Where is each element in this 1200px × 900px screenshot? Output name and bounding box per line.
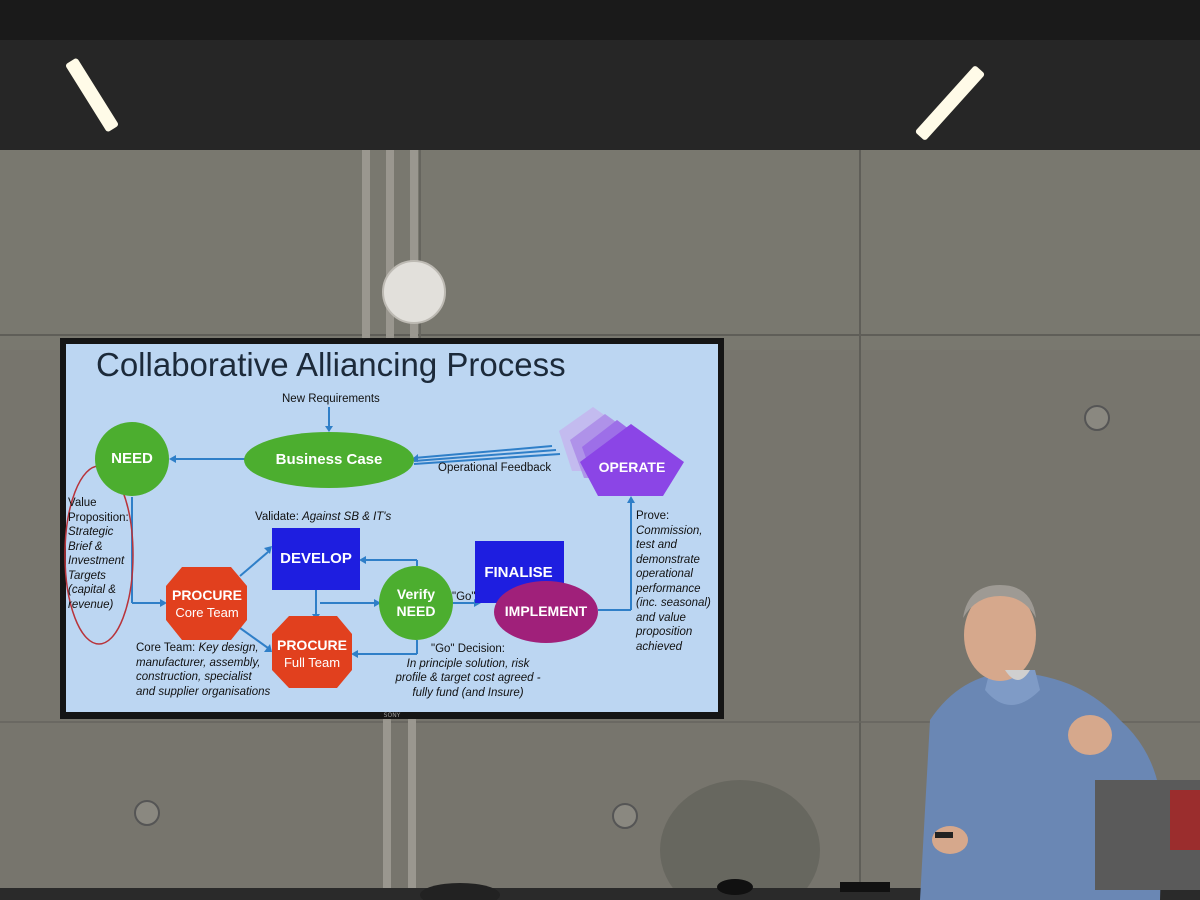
prove-line: Commission, — [636, 524, 703, 537]
value-prop-line: Brief & — [68, 540, 103, 553]
procure-line: PROCURE — [276, 637, 347, 653]
validate-prefix: Validate: — [255, 511, 299, 523]
value-proposition-text: Value Proposition: Strategic Brief & Inv… — [68, 496, 129, 612]
validate-detail: Against SB & IT's — [302, 511, 392, 523]
value-prop-line: (capital & — [68, 584, 116, 596]
prove-line: achieved — [636, 640, 683, 653]
wall-pipe — [362, 150, 370, 340]
flow-arrows — [131, 407, 632, 655]
wall-bolt — [1084, 405, 1110, 431]
slide-background — [66, 344, 718, 712]
value-prop-line: Targets — [68, 569, 106, 582]
go-decision-title: "Go" Decision: — [431, 643, 505, 655]
prove-title: Prove: — [636, 510, 670, 522]
procure-line: PROCURE — [171, 587, 242, 603]
validate-label: Validate: Against SB & IT's — [255, 510, 391, 525]
prove-text: Prove: Commission, test and demonstrate … — [636, 509, 711, 654]
verify-need-node-label: Verify NEED — [380, 586, 452, 620]
value-prop-line: Strategic — [68, 526, 114, 538]
value-prop-line: Investment — [68, 555, 125, 567]
implement-node — [494, 581, 598, 643]
go-decision-text: "Go" Decision: In principle solution, ri… — [392, 642, 544, 700]
prove-line: operational — [636, 568, 693, 580]
need-node-label: NEED — [111, 450, 153, 467]
business-case-node-label: Business Case — [275, 451, 383, 468]
core-team-line: construction, specialist — [136, 671, 252, 683]
prove-line: proposition — [636, 626, 693, 638]
new-requirements-label: New Requirements — [282, 393, 380, 405]
need-node — [95, 422, 169, 496]
wifi-access-point — [382, 260, 446, 324]
develop-node — [272, 528, 360, 590]
core-team-line: Core Team — [175, 605, 239, 620]
procure-full-node — [272, 616, 352, 688]
prove-line: (inc. seasonal) — [636, 597, 711, 609]
core-team-prefix: Core Team: — [136, 642, 196, 654]
slide-title: Collaborative Alliancing Process — [96, 346, 566, 383]
need-line: NEED — [396, 603, 436, 619]
procure-core-node — [166, 567, 247, 640]
finalise-node-label: FINALISE — [484, 564, 553, 581]
core-team-line: Key design, — [198, 642, 259, 654]
value-prop-line: revenue) — [68, 598, 114, 611]
operational-feedback-label: Operational Feedback — [438, 462, 552, 474]
core-team-line: and supplier organisations — [136, 685, 271, 698]
verify-need-node — [379, 566, 453, 640]
prove-line: test and — [636, 539, 677, 551]
go-label: "Go" — [452, 591, 476, 603]
procure-full-node-label: PROCURE Full Team — [272, 637, 352, 671]
go-decision-line: fully fund (and Insure) — [412, 686, 524, 699]
value-prop-line: Proposition: — [68, 511, 129, 524]
slide-content: Collaborative Alliancing Process New Req… — [66, 344, 720, 712]
tv-brand-label: SONY — [384, 712, 401, 719]
ceiling-light-right — [915, 66, 985, 140]
full-team-line: Full Team — [283, 655, 341, 670]
arrow-heads — [160, 426, 635, 658]
value-prop-line: Value — [68, 497, 97, 509]
verify-line: Verify — [396, 586, 436, 602]
develop-node-label: DEVELOP — [280, 550, 352, 567]
implement-node-label: IMPLEMENT — [504, 603, 588, 619]
core-team-line: manufacturer, assembly, — [136, 656, 261, 669]
prove-line: and value — [636, 611, 686, 624]
ceiling-light-left — [66, 58, 118, 132]
prove-line: performance — [636, 582, 701, 595]
go-decision-line: In principle solution, risk — [406, 657, 530, 670]
core-team-text: Core Team: Key design, manufacturer, ass… — [136, 641, 270, 699]
operate-node-label: OPERATE — [598, 459, 666, 475]
business-case-node — [244, 432, 414, 488]
prove-line: demonstrate — [636, 553, 700, 566]
procure-core-node-label: PROCURE Core Team — [166, 587, 248, 621]
operate-node — [580, 424, 684, 496]
go-decision-line: profile & target cost agreed - — [395, 672, 541, 684]
